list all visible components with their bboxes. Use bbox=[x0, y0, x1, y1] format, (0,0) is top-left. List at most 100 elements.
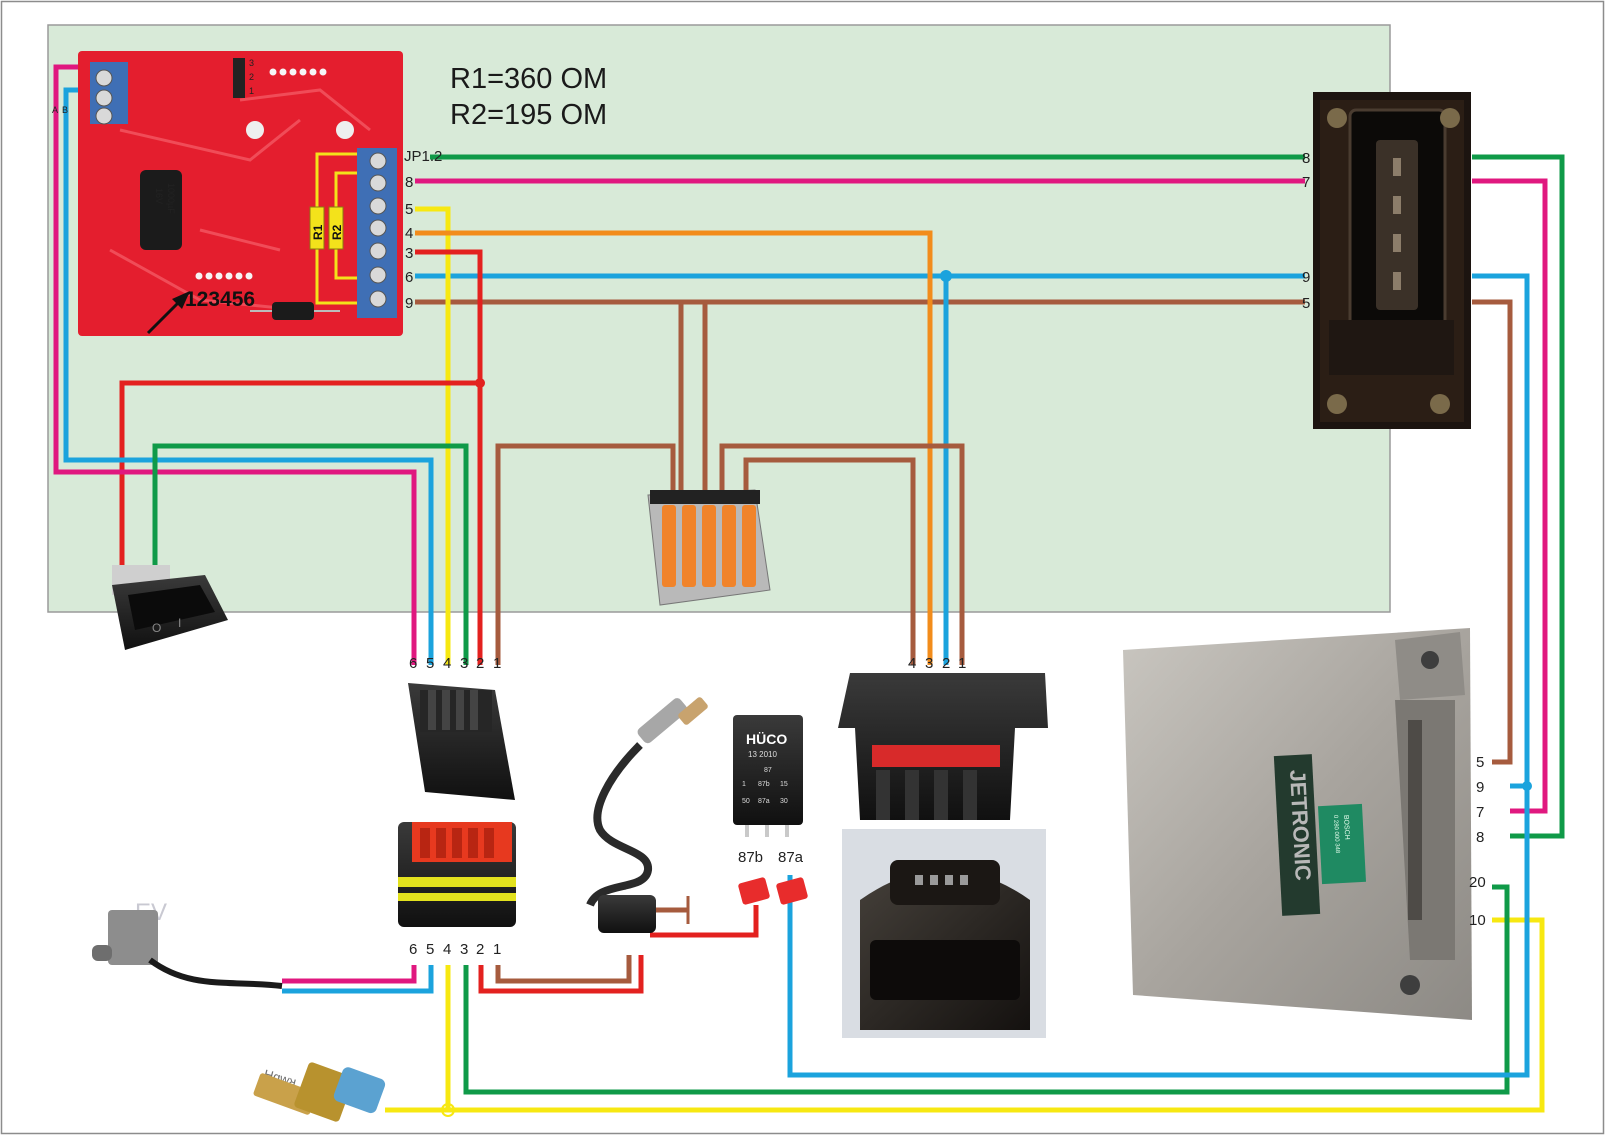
resistor-r2 bbox=[328, 206, 344, 250]
maf-pin-8: 8 bbox=[1302, 150, 1310, 167]
relay-brand: HÜCO bbox=[746, 731, 787, 747]
wire-blue-crank bbox=[282, 965, 434, 994]
svg-text:I: I bbox=[178, 616, 181, 630]
relay-pin-1: 1 bbox=[742, 781, 746, 788]
ecu-pin-10: 10 bbox=[1469, 912, 1486, 929]
maf-pin-7: 7 bbox=[1302, 174, 1310, 191]
lplug-top-2: 2 bbox=[476, 655, 484, 672]
jumper-pin-3: 3 bbox=[249, 58, 254, 68]
rplug-4: 4 bbox=[908, 655, 916, 672]
ecu-pin-5: 5 bbox=[1476, 754, 1484, 771]
relay-part: 13 2010 bbox=[748, 750, 777, 759]
maf-pin-9: 9 bbox=[1302, 269, 1310, 286]
diode bbox=[272, 302, 314, 320]
lplug-bot-3: 3 bbox=[460, 941, 468, 958]
pin-label-3: 3 bbox=[405, 245, 413, 262]
lplug-top-5: 5 bbox=[426, 655, 434, 672]
junction-yellow bbox=[441, 1103, 455, 1117]
capacitor-mark-voltage: 16V bbox=[154, 188, 164, 204]
screw bbox=[95, 89, 113, 107]
left-plug-bottom-labels: 6 5 4 3 2 1 bbox=[409, 941, 501, 958]
lplug-top-6: 6 bbox=[409, 655, 417, 672]
relay-pin-30: 30 bbox=[780, 798, 788, 805]
pcb-traces bbox=[109, 88, 371, 312]
toggle-switch-icon: O I bbox=[112, 565, 228, 650]
ecu-sticker-number: 0 280 000 348 bbox=[1332, 815, 1340, 854]
maf-pin-5: 5 bbox=[1302, 295, 1310, 312]
ecu-pin-20: 20 bbox=[1469, 874, 1486, 891]
right-plug bbox=[838, 673, 1048, 820]
pin-label-jp12: JP1.2 bbox=[404, 148, 442, 165]
jumper bbox=[233, 58, 245, 98]
ecu-pin-8: 8 bbox=[1476, 829, 1484, 846]
wire-red-3 bbox=[415, 249, 483, 665]
relay-output-87b: 87b bbox=[738, 849, 763, 866]
pin-label-9: 9 bbox=[405, 295, 413, 312]
pcb-hole bbox=[336, 121, 354, 139]
lplug-bot-5: 5 bbox=[426, 941, 434, 958]
controller-pcb: A B 3 2 1 1000µF 16V 123456 bbox=[52, 51, 403, 336]
relay-pin-50: 50 bbox=[742, 798, 750, 805]
junction-blue-ecu bbox=[1522, 781, 1532, 791]
pcb-pads-top bbox=[269, 68, 327, 76]
wire-green-ecu20 bbox=[463, 884, 1510, 1095]
wire-brown-wago-to-rplug4 bbox=[719, 443, 965, 665]
wire-blue-terminal-b bbox=[63, 87, 434, 665]
wire-brown-wago-to-rplug1 bbox=[743, 457, 916, 665]
wago-connector-icon bbox=[647, 489, 771, 606]
relay-pin-87: 87 bbox=[764, 767, 772, 774]
lplug-bot-1: 1 bbox=[493, 941, 501, 958]
resistor-r2-label: R2 bbox=[330, 224, 344, 240]
arrow-head bbox=[172, 291, 190, 309]
temp-sensor-icon: Hqwᴚ bbox=[253, 1062, 386, 1122]
wire-brown-maf5-to-ecu5 bbox=[1472, 299, 1513, 765]
wire-blue-relay87a-ecu9 bbox=[787, 786, 1530, 1078]
header-pads bbox=[195, 272, 253, 280]
junction-blue bbox=[940, 270, 952, 282]
terminal-screws bbox=[369, 152, 387, 308]
ecu-pin-7: 7 bbox=[1476, 804, 1484, 821]
fuse-icon bbox=[738, 877, 808, 905]
maf-connector bbox=[1313, 92, 1471, 429]
crank-sensor-icon: EV bbox=[92, 899, 283, 989]
ecu-icon: JETRONIC BOSCH 0 280 000 348 bbox=[1123, 628, 1472, 1020]
pcb-board bbox=[78, 51, 403, 336]
capacitor-mark-value: 1000µF bbox=[166, 183, 176, 214]
wire-red-lambda-heater bbox=[478, 955, 644, 994]
ecu-pin-9: 9 bbox=[1476, 779, 1484, 796]
junction-red bbox=[475, 378, 485, 388]
right-plug-labels: 4 3 2 1 bbox=[908, 655, 966, 672]
wires bbox=[53, 64, 1565, 1113]
ecu-brand-plate: JETRONIC bbox=[1285, 769, 1316, 882]
relay-pin-87b: 87b bbox=[758, 781, 770, 788]
relay-icon: HÜCO 13 2010 87 1 87b 15 50 87a 30 bbox=[733, 715, 803, 837]
wire-red-relay87b bbox=[650, 905, 759, 938]
lplug-bot-6: 6 bbox=[409, 941, 417, 958]
relay-pin-15: 15 bbox=[780, 781, 788, 788]
jumper-pin-2: 2 bbox=[249, 72, 254, 82]
left-plug-top-labels: 6 5 4 3 2 1 bbox=[409, 655, 501, 672]
wire-orange-4 bbox=[415, 230, 933, 665]
wire-magenta-terminal-a bbox=[53, 64, 417, 665]
pin-label-8: 8 bbox=[405, 174, 413, 191]
resistor-r1 bbox=[309, 206, 325, 250]
wire-yellow-5 bbox=[415, 206, 451, 665]
lplug-top-3: 3 bbox=[460, 655, 468, 672]
male-plug bbox=[408, 683, 515, 800]
maf-connector-pin-labels: 8 7 9 5 bbox=[1302, 150, 1310, 312]
wire-green-maf8-to-ecu8 bbox=[1472, 154, 1565, 839]
pcb-hole bbox=[246, 121, 264, 139]
resistor-r2-value: R2=195 OM bbox=[450, 99, 607, 131]
wire-green-switch bbox=[152, 443, 469, 665]
header-label: 123456 bbox=[185, 288, 255, 311]
pin-label-5: 5 bbox=[405, 201, 413, 218]
wire-red-switch bbox=[119, 380, 480, 565]
ecu-pin-labels: 5 9 7 8 20 10 bbox=[1469, 754, 1486, 929]
wire-blue-maf9-to-ecu9 bbox=[1472, 273, 1530, 789]
screw bbox=[95, 107, 113, 125]
pin-label-6: 6 bbox=[405, 269, 413, 286]
wire-brown-wago-to-plug1 bbox=[495, 443, 676, 665]
maf-sensor-icon bbox=[842, 829, 1046, 1038]
relay-output-87a: 87a bbox=[778, 849, 804, 866]
